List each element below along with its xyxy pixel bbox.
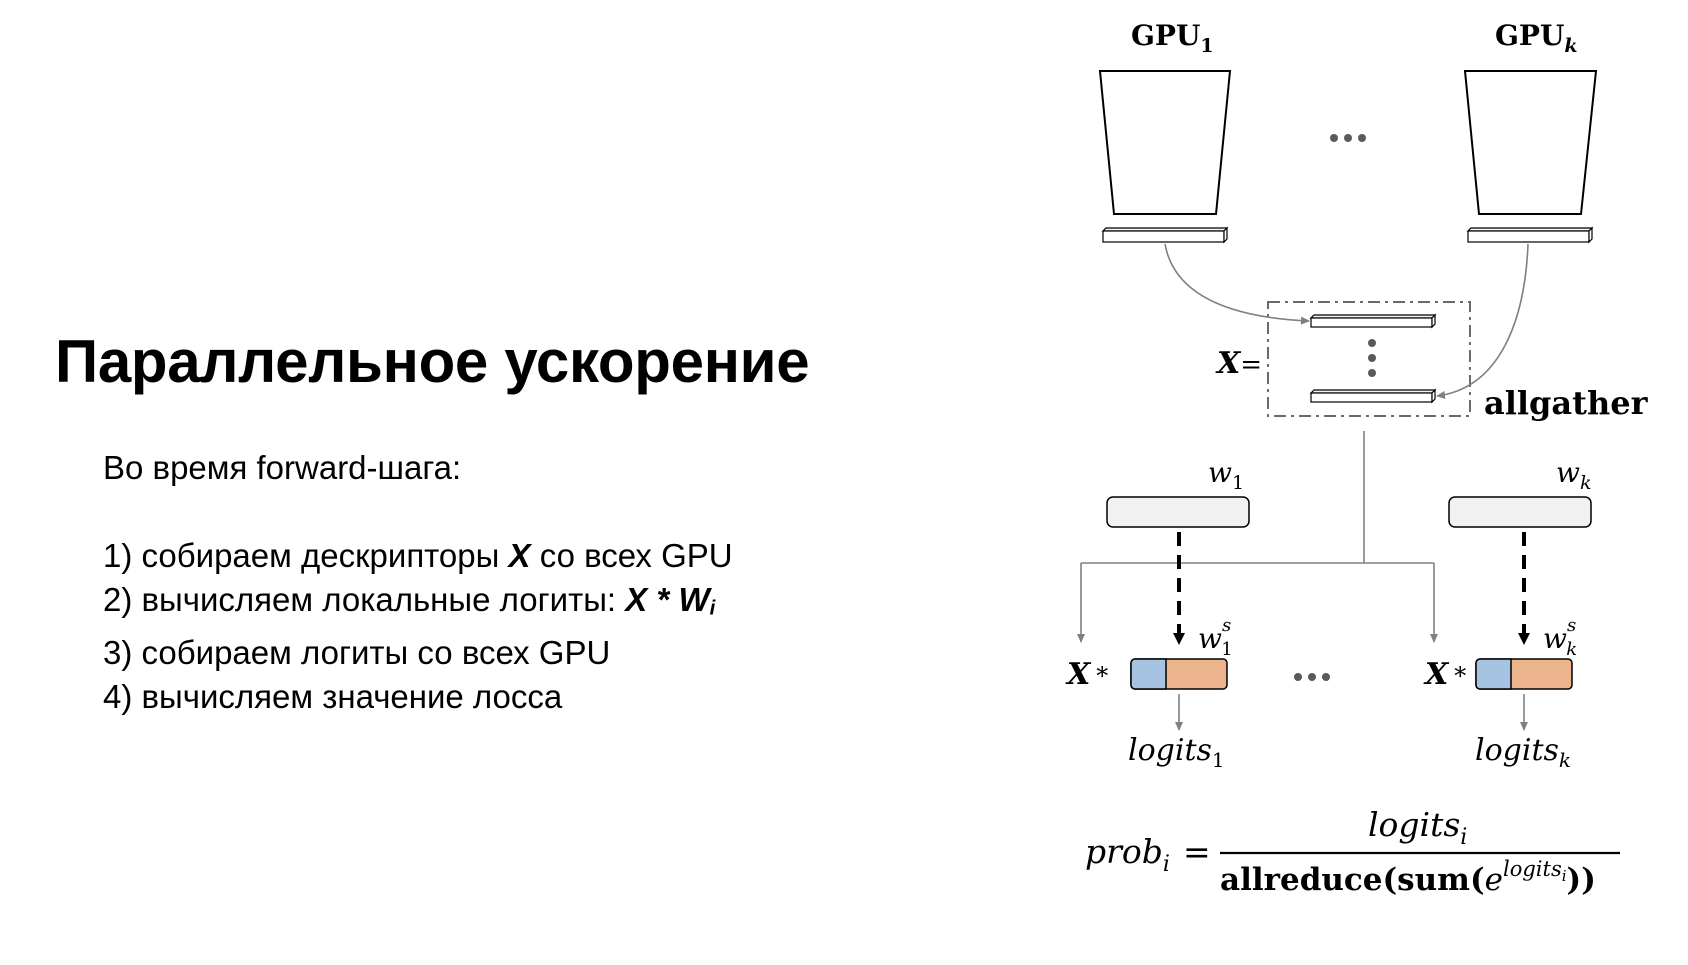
w-k-label: wk — [1556, 456, 1591, 494]
allgather-box — [1267, 301, 1471, 417]
distribution-connectors — [1077, 431, 1438, 643]
x-equals-label: X= — [1215, 346, 1262, 381]
gathered-bar-top — [1309, 313, 1437, 329]
w-k-weight-bar — [1448, 496, 1592, 528]
ws-1-slice-bar — [1130, 658, 1228, 690]
formula-equals: = — [1183, 832, 1211, 871]
gpu-k-label: GPUk — [1495, 19, 1578, 57]
formula-denominator: allreduce(sum(elogitsi)) — [1220, 857, 1596, 898]
gpu-ellipsis — [1330, 134, 1366, 142]
branch-ellipsis — [1294, 673, 1330, 681]
formula-numerator: logitsi — [1368, 805, 1467, 850]
w-1-label: w1 — [1208, 456, 1244, 494]
step-2-formula: X * Wi — [625, 581, 716, 620]
step-2-formula-sub: i — [709, 596, 716, 620]
gathered-vertical-ellipsis — [1368, 339, 1376, 377]
bullet-list: Во время forward-шага: 1) собираем дескр… — [103, 446, 733, 719]
logits-k-label: logitsk — [1475, 733, 1571, 772]
gpu-1-label: GPU1 — [1131, 19, 1214, 57]
ws-k-slice-bar — [1475, 658, 1573, 690]
step-1-tail: со всех GPU — [530, 537, 733, 574]
step-2: 2) вычисляем локальные логиты: X * Wi — [103, 578, 733, 631]
step-2-formula-main: X * W — [625, 581, 710, 618]
x-times-right: X* — [1423, 657, 1466, 692]
allgather-label: allgather — [1484, 384, 1649, 422]
gathered-bar-bottom — [1309, 388, 1437, 404]
step-1: 1) собираем дескрипторы X со всех GPU — [103, 534, 733, 578]
w-1-weight-bar — [1106, 496, 1250, 528]
probability-formula: probi = logitsi allreduce(sum(elogitsi)) — [1085, 805, 1620, 898]
logits-1-label: logits1 — [1128, 733, 1225, 772]
step-3: 3) собираем логиты со всех GPU — [103, 633, 611, 671]
gpu-k-descriptor-bar — [1466, 226, 1594, 244]
gather-arrow-from-gpu-1 — [1164, 243, 1310, 325]
x-times-left: X* — [1065, 657, 1108, 692]
step-1-x: X — [508, 537, 531, 574]
gpu-1-model-trapezoid — [1098, 70, 1232, 215]
step-1-text: 1) собираем дескрипторы — [103, 537, 509, 574]
step-4: 4) вычисляем значение лосса — [103, 677, 563, 715]
gpu-k-model-trapezoid — [1463, 70, 1598, 215]
gpu-1-descriptor-bar — [1101, 226, 1229, 244]
slide-title: Параллельное ускорение — [55, 328, 810, 395]
formula-lhs: probi — [1085, 832, 1170, 877]
intro-line: Во время forward-шага: — [103, 449, 462, 486]
step-2-text: 2) вычисляем локальные логиты: — [103, 581, 626, 618]
gather-arrow-from-gpu-k — [1436, 243, 1529, 399]
